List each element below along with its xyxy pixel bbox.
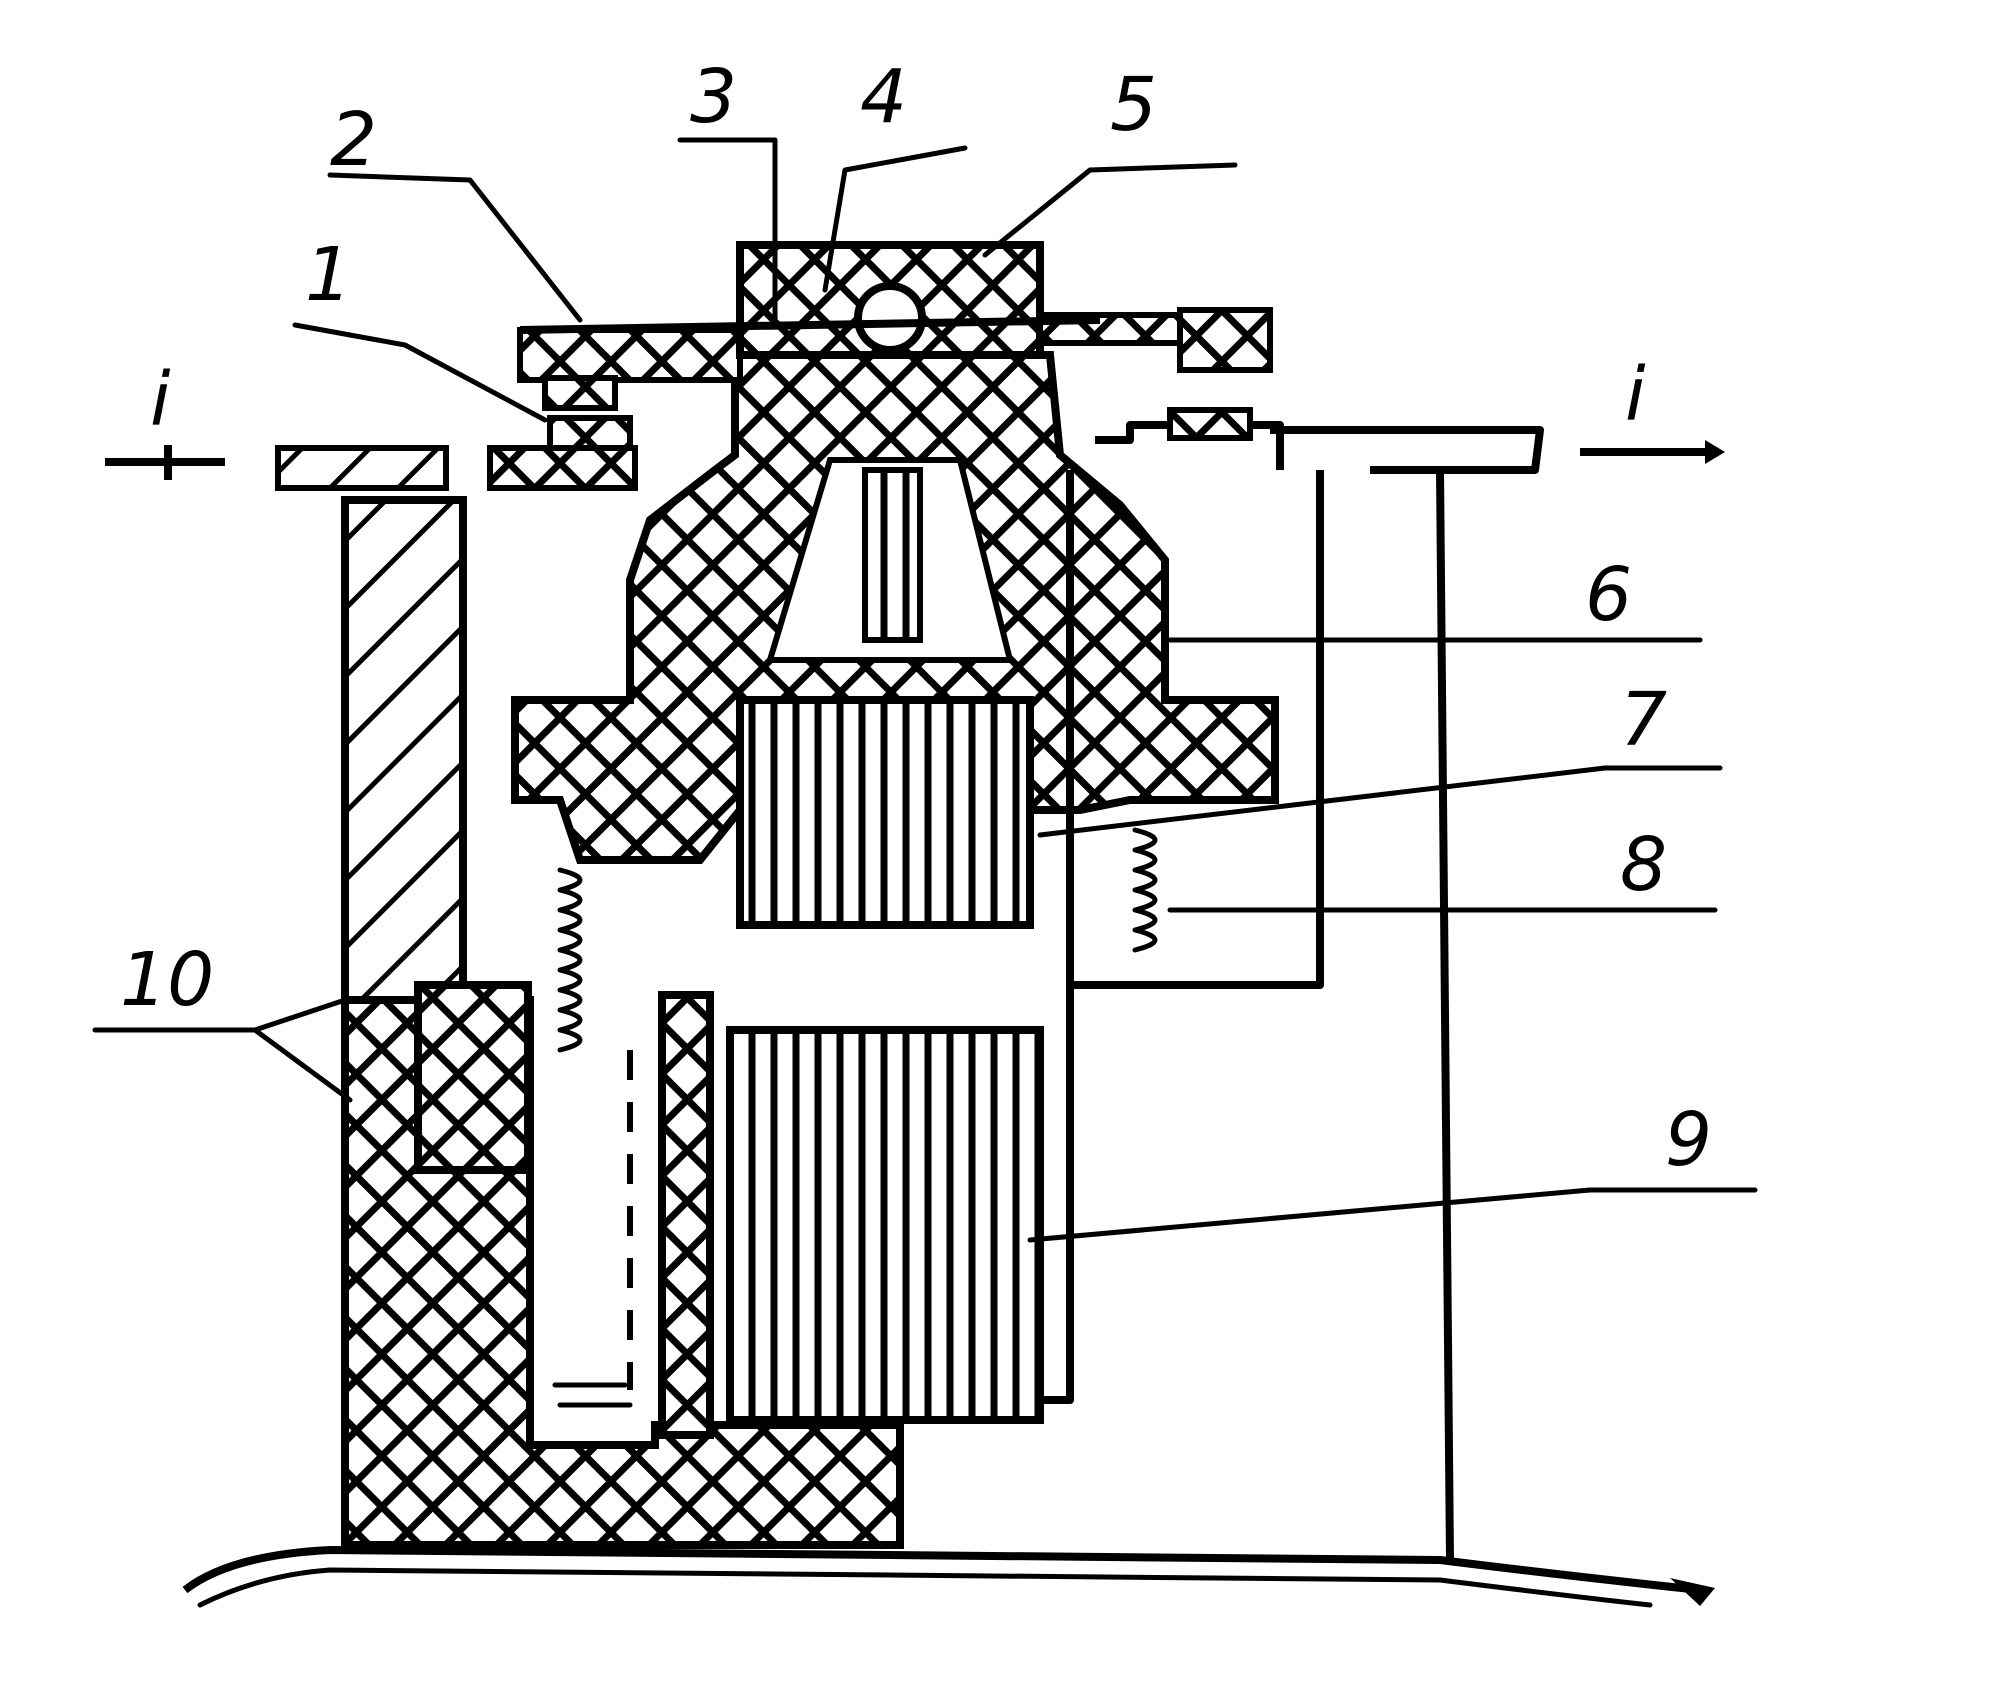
- base-line-lower: [197, 1567, 1653, 1608]
- base-line: [182, 1546, 1701, 1594]
- section-label-left: i: [150, 357, 171, 443]
- lower-disk: [726, 1026, 1044, 1424]
- spring-end-lines: [552, 1382, 633, 1408]
- label-7: 7: [1620, 677, 1667, 763]
- leader-1: [292, 322, 548, 423]
- section-label-right: i: [1625, 352, 1646, 438]
- part-3-line: [519, 316, 1101, 334]
- upper-disk: [736, 696, 1034, 929]
- right-top-nut: [1177, 307, 1273, 373]
- section-arrow-right: [1705, 440, 1725, 464]
- right-top-block: [1167, 407, 1253, 441]
- part-1-plate: [487, 445, 638, 491]
- part-2-block: [517, 327, 743, 383]
- label-6: 6: [1585, 552, 1632, 638]
- left-top-flange: [275, 445, 449, 491]
- label-1: 1: [305, 232, 352, 318]
- right-hub: [1040, 470, 1074, 1404]
- left-spring: [557, 867, 583, 1053]
- leader-10: [92, 997, 353, 1103]
- base-end-mark: [1670, 1578, 1715, 1606]
- label-8: 8: [1620, 822, 1667, 908]
- center-bolt: [862, 467, 923, 643]
- label-2: 2: [330, 97, 377, 183]
- inner-block-10: [414, 981, 532, 1174]
- leader-9: [1027, 1187, 1758, 1243]
- center-column: [658, 991, 714, 1439]
- top-cover: [1095, 421, 1284, 470]
- label-5: 5: [1110, 62, 1157, 148]
- leader-4: [822, 145, 968, 293]
- leader-2: [327, 172, 583, 323]
- label-3: 3: [690, 54, 737, 140]
- leader-7: [1037, 765, 1723, 838]
- left-housing-wall: [341, 496, 467, 1004]
- leader-3: [677, 137, 778, 323]
- right-spring: [1132, 827, 1158, 953]
- leader-5: [982, 162, 1238, 258]
- part-2-foot: [542, 375, 618, 411]
- right-shaft-line: [1436, 469, 1454, 1561]
- label-4: 4: [860, 54, 907, 140]
- label-10: 10: [120, 937, 214, 1023]
- label-9: 9: [1665, 1097, 1712, 1183]
- part-4-ball: [854, 282, 926, 354]
- top-cover-plate: [1270, 426, 1544, 474]
